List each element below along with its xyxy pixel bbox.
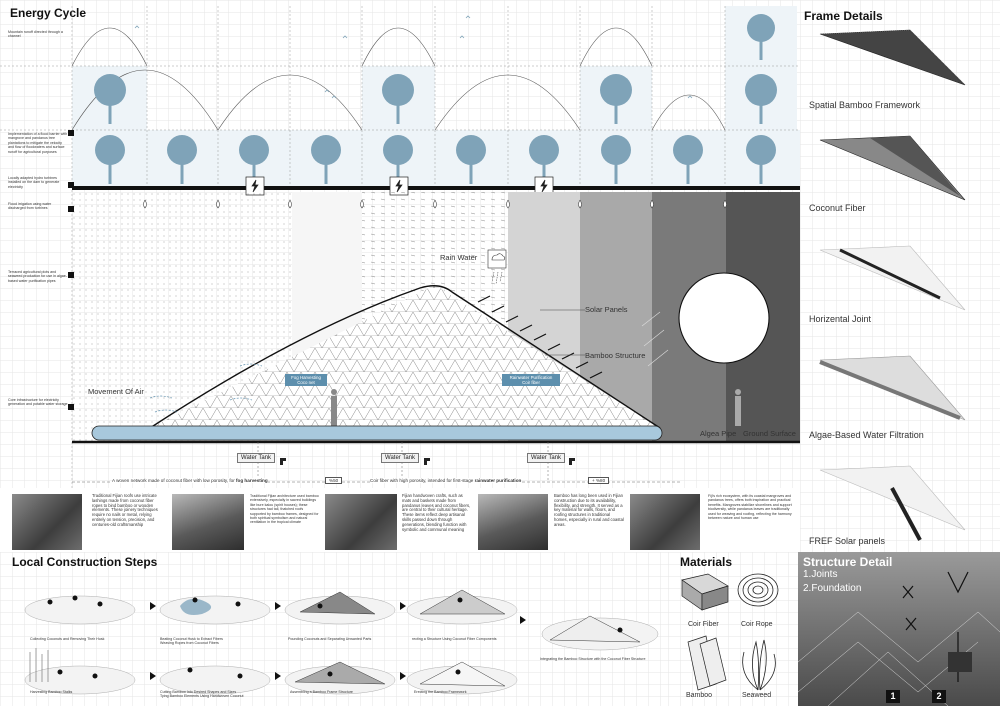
bamboo-frame-illustration — [819, 29, 966, 86]
materials-panel — [668, 552, 798, 706]
marker-2: 2 — [932, 690, 946, 703]
water-tank-label: Water Tank — [237, 453, 276, 463]
frame-detail-label: Algae-Based Water Filtration — [809, 430, 924, 440]
structure-photo — [798, 571, 1000, 706]
material-label: Bamboo — [686, 692, 713, 699]
side-note: Implementation of a flood barrier with m… — [8, 132, 68, 154]
frame-details-title: Frame Details — [804, 9, 883, 23]
energy-cycle-diagram — [0, 6, 800, 488]
material-label: Coir Rope — [741, 621, 773, 628]
algae-pipe-label: Algea Pipe — [700, 429, 737, 438]
frame-details-illustrations — [819, 29, 966, 541]
structure-item: 1.Joints — [803, 569, 838, 580]
fog-harvesting-box: Fog Harvesting Coco net — [285, 374, 327, 386]
info-text: Traditional Fijian roofs use intricate l… — [92, 493, 158, 527]
frame-detail-label: Coconut Fiber — [809, 203, 866, 213]
bamboo-mound-outline — [149, 285, 661, 429]
algae-pipe — [91, 425, 663, 441]
movement-of-air-label: Movement Of Air — [88, 387, 144, 396]
frame-detail-label: Spatial Bamboo Framework — [809, 100, 921, 110]
step-caption: Beating Coconut Husk to Extract Fibers W… — [160, 637, 223, 646]
structure-detail-panel — [798, 552, 1000, 706]
mangrove-trees — [94, 14, 777, 184]
step-caption: Integrating the Bamboo Structure with th… — [540, 657, 646, 661]
materials-title: Materials — [680, 555, 733, 569]
dam-line — [72, 186, 800, 190]
frame-detail-label: FREF Solar panels — [809, 536, 886, 546]
coir-pct-fog: %50 — [325, 477, 343, 485]
coir-caption-rain: Coir fiber with high porosity, intended … — [370, 478, 522, 484]
info-photo — [478, 494, 548, 550]
horizontal-joint-illustration — [819, 245, 966, 311]
marker-1: 1 — [886, 690, 900, 703]
frame-detail-label: Horizental Joint — [809, 314, 872, 324]
step-caption: recting a Structure Using Coconut Fiber … — [412, 637, 497, 641]
structure-item: 2.Foundation — [803, 583, 862, 594]
coir-rope-icon — [737, 573, 779, 607]
bamboo-structure-label: Bamboo Structure — [585, 351, 646, 360]
info-text: Fijian handwoven crafts, such as mats an… — [402, 493, 471, 532]
material-label: Seaweed — [742, 692, 772, 699]
side-note: Flood irrigation using water discharged … — [8, 202, 52, 211]
info-photo — [172, 494, 244, 550]
materials-icons — [681, 573, 779, 691]
ground-surface-label: Ground Surface — [743, 429, 796, 438]
side-note: Mountain runoff directed through a chann… — [8, 30, 63, 39]
structure-detail-title: Structure Detail — [803, 555, 893, 569]
water-tank-label: Water Tank — [381, 453, 420, 463]
bamboo-icon — [687, 635, 727, 691]
side-note: Locally adapted hydro turbines installed… — [8, 176, 60, 189]
water-filtration-illustration — [819, 355, 966, 421]
info-photo — [630, 494, 700, 550]
rain-cloud-icon — [487, 249, 507, 269]
energy-cycle-title: Energy Cycle — [10, 6, 87, 20]
seaweed-icon — [742, 639, 776, 691]
coir-fiber-icon — [681, 573, 729, 611]
info-photo — [325, 494, 397, 550]
coir-caption-fog: A woven network made of coconut fiber wi… — [112, 478, 268, 484]
material-label: Coir Fiber — [688, 621, 719, 628]
construction-steps-diagram — [24, 589, 659, 695]
solar-panels-label: Solar Panels — [585, 305, 628, 314]
info-text: Traditional Fijian architecture used bam… — [250, 494, 319, 525]
sun-circle — [678, 272, 770, 364]
solar-panels-illustration — [819, 465, 966, 541]
info-text: Bamboo has long been used in Fijian cons… — [554, 493, 624, 527]
step-caption: Assembling a Bamboo Frame Structure — [290, 690, 353, 694]
step-caption: Erecting the Bamboo Framework — [414, 690, 467, 694]
step-caption: Pounding Coconuts and Separating Unwante… — [288, 637, 372, 641]
info-text: Fiji's rich ecosystem, with its coastal … — [708, 494, 792, 521]
rain-water-label: Rain Water — [440, 253, 478, 262]
coconut-fiber-illustration — [819, 135, 966, 201]
step-caption: Harvesting Bamboo Stalks — [30, 690, 73, 694]
info-photo — [12, 494, 82, 550]
side-note: Core infrastructure for electricity gene… — [8, 398, 68, 407]
water-tank-label: Water Tank — [527, 453, 566, 463]
construction-title: Local Construction Steps — [12, 555, 158, 569]
coir-pct-rain: + %80 — [588, 477, 610, 485]
rainwater-purification-box: Rainwater Purification Coir fiber — [502, 374, 560, 386]
side-note: Terraced agricultural plots and seaweed … — [8, 270, 67, 283]
step-caption: Collecting Coconuts and Removing Their H… — [30, 637, 105, 641]
step-caption: Cutting Bamboo Into Desired Shapes and S… — [160, 690, 244, 699]
turbine-icons — [245, 176, 554, 196]
